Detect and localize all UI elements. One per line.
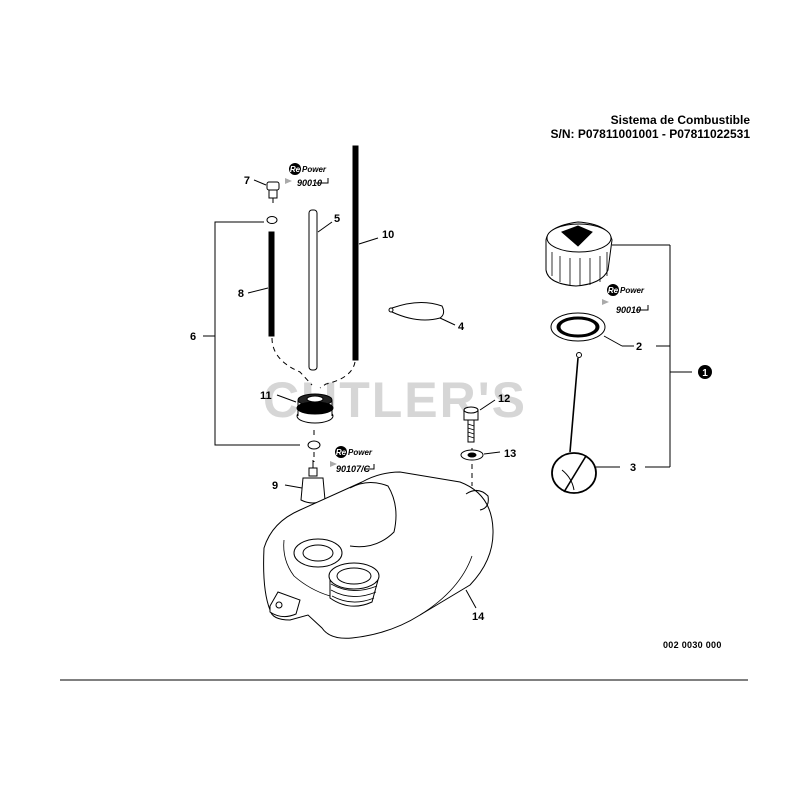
part-5-vent-tube[interactable]	[308, 209, 333, 371]
callout-10: 10	[382, 229, 394, 241]
part-10-fuel-line-long[interactable]	[352, 145, 379, 361]
svg-text:90107/C: 90107/C	[336, 464, 371, 474]
callout-2: 2	[636, 341, 642, 353]
callout-1: 1	[702, 368, 708, 379]
part-11-grommet[interactable]	[276, 393, 334, 424]
callout-labels: 7 8 5 10 6 4 11 12 13 9 14 2 3 1	[190, 175, 712, 623]
svg-text:Power: Power	[348, 448, 373, 457]
part-6-bracket	[203, 221, 300, 446]
svg-text:90010: 90010	[616, 305, 641, 315]
callout-7: 7	[244, 175, 250, 187]
callout-14: 14	[472, 611, 485, 623]
part-1-bracket	[645, 245, 692, 468]
svg-text:Re: Re	[608, 286, 619, 295]
diagram-title: Sistema de Combustible	[610, 113, 750, 127]
part-8-fuel-line[interactable]	[247, 231, 275, 337]
o-ring-lower	[307, 440, 321, 450]
part-14-fuel-tank[interactable]	[263, 471, 494, 639]
callout-1-marker	[698, 365, 712, 379]
svg-text:90010: 90010	[297, 178, 322, 188]
part-7-fitting[interactable]	[253, 179, 280, 203]
callout-8: 8	[238, 288, 244, 300]
fuel-cap[interactable]	[545, 221, 670, 287]
svg-text:Re: Re	[290, 165, 301, 174]
callout-6: 6	[190, 331, 196, 343]
o-ring-top	[266, 216, 278, 224]
svg-text:Re: Re	[336, 448, 347, 457]
callout-3: 3	[630, 462, 636, 474]
callout-12: 12	[498, 393, 510, 405]
part-13-washer[interactable]	[460, 449, 501, 461]
part-9-fuel-filter[interactable]	[284, 460, 326, 504]
callout-13: 13	[504, 448, 516, 460]
repower-badge-2: Re Power 90107/C	[330, 446, 375, 474]
part-3-fuel-strainer[interactable]	[551, 352, 620, 494]
callout-4: 4	[458, 321, 465, 333]
part-4-wire-clip[interactable]	[388, 302, 456, 326]
part-12-screw[interactable]	[463, 399, 496, 443]
repower-badge-1: Re Power 90010	[285, 163, 329, 188]
repower-badge-3: Re Power 90010	[602, 284, 649, 315]
svg-text:Power: Power	[302, 165, 327, 174]
diagram-reference-code: 002 0030 000	[663, 640, 722, 650]
svg-text:Power: Power	[620, 286, 645, 295]
callout-9: 9	[272, 480, 278, 492]
part-2-gasket[interactable]	[550, 312, 634, 347]
callout-11: 11	[260, 390, 272, 402]
serial-number-range: S/N: P07811001001 - P07811022531	[550, 127, 750, 141]
callout-5: 5	[334, 213, 340, 225]
